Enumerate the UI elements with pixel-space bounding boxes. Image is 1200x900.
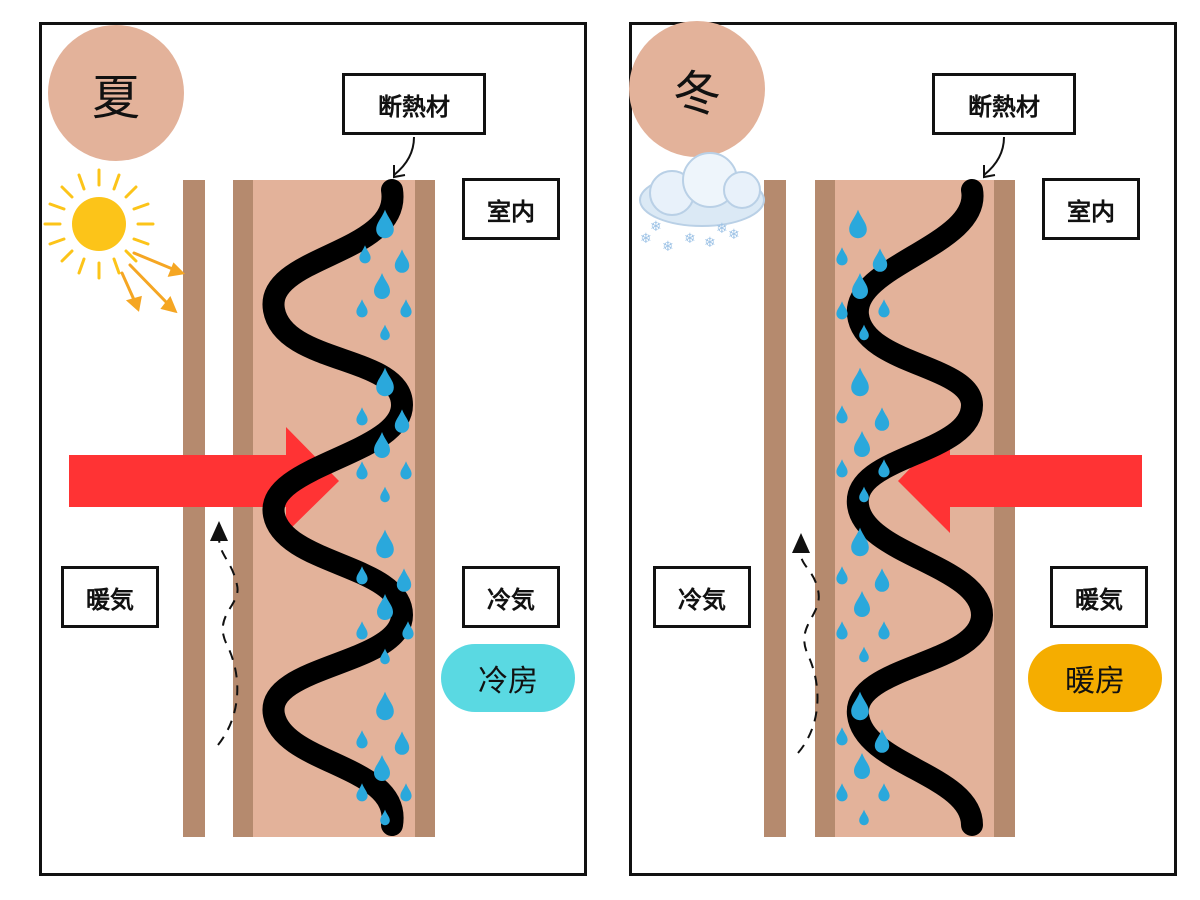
water-droplet-icon bbox=[854, 591, 870, 617]
water-droplet-icon bbox=[402, 621, 414, 640]
water-droplet-icon bbox=[836, 727, 848, 746]
svg-text:❄: ❄ bbox=[704, 235, 716, 251]
snow-cloud-icon: ❄ ❄ ❄ ❄ ❄ ❄ ❄ bbox=[639, 152, 765, 255]
indoor-label-summer: 室内 bbox=[462, 178, 560, 240]
insulation-pointer-winter bbox=[983, 136, 1005, 176]
outer-wall-summer bbox=[183, 180, 205, 837]
water-droplet-icon bbox=[380, 324, 390, 341]
svg-text:❄: ❄ bbox=[728, 227, 740, 243]
water-droplet-icon bbox=[836, 459, 848, 478]
inner-wall-left-winter bbox=[815, 180, 835, 837]
air-flow-winter bbox=[797, 552, 820, 754]
svg-text:❄: ❄ bbox=[684, 231, 696, 247]
water-droplet-icon bbox=[836, 566, 848, 585]
water-droplet-icon bbox=[852, 273, 868, 299]
water-droplet-icon bbox=[400, 299, 412, 318]
sun-icon bbox=[43, 168, 186, 314]
water-droplet-icon bbox=[851, 691, 869, 721]
outside-air-label-summer: 暖気 bbox=[61, 566, 159, 628]
water-droplet-icon bbox=[851, 527, 869, 557]
water-droplet-icon bbox=[396, 568, 412, 592]
summer-panel: 夏 断熱材 室内 暖気 冷気 冷房 bbox=[39, 22, 587, 876]
water-droplet-icon bbox=[872, 248, 888, 272]
water-droplet-icon bbox=[836, 405, 848, 424]
season-circle-summer: 夏 bbox=[48, 25, 184, 161]
water-droplet-icon bbox=[356, 566, 368, 585]
air-flow-arrowhead-summer bbox=[210, 521, 228, 541]
insulation-wave-summer bbox=[262, 179, 414, 836]
heating-mode-pill: 暖房 bbox=[1028, 644, 1162, 712]
water-droplet-icon bbox=[874, 729, 890, 753]
water-droplet-icon bbox=[356, 783, 368, 802]
summer-drawing bbox=[43, 136, 415, 836]
water-droplet-icon bbox=[854, 753, 870, 779]
water-droplet-icon bbox=[859, 646, 869, 663]
water-droplet-icon bbox=[374, 755, 390, 781]
svg-text:❄: ❄ bbox=[650, 219, 662, 235]
water-droplet-icon bbox=[854, 431, 870, 457]
water-droplet-icon bbox=[394, 731, 410, 755]
insulation-label-winter: 断熱材 bbox=[932, 73, 1076, 135]
water-droplet-icon bbox=[380, 809, 390, 826]
inner-wall-right-winter bbox=[994, 180, 1015, 837]
water-droplet-icon bbox=[874, 568, 890, 592]
water-droplet-icon bbox=[356, 730, 368, 749]
season-circle-winter: 冬 bbox=[629, 21, 765, 157]
indoor-label-winter: 室内 bbox=[1042, 178, 1140, 240]
winter-panel: 冬 断熱材 室内 冷気 暖気 暖房 ❄ ❄ ❄ ❄ ❄ ❄ ❄ bbox=[629, 21, 1177, 876]
water-droplet-icon bbox=[400, 783, 412, 802]
water-droplet-icon bbox=[878, 299, 890, 318]
water-droplets-summer bbox=[356, 209, 414, 826]
outside-air-label-winter: 冷気 bbox=[653, 566, 751, 628]
water-droplet-icon bbox=[356, 407, 368, 426]
air-flow-arrowhead-winter bbox=[792, 533, 810, 553]
insulation-wave-winter bbox=[846, 179, 994, 836]
water-droplet-icon bbox=[374, 273, 390, 299]
water-droplet-icon bbox=[376, 691, 394, 721]
inside-air-label-winter: 暖気 bbox=[1050, 566, 1148, 628]
water-droplet-icon bbox=[359, 245, 371, 264]
winter-drawing: ❄ ❄ ❄ ❄ ❄ ❄ ❄ bbox=[639, 136, 1142, 836]
outer-wall-winter bbox=[764, 180, 786, 837]
air-flow-summer bbox=[217, 534, 239, 746]
water-droplet-icon bbox=[380, 648, 390, 665]
water-droplet-icon bbox=[356, 299, 368, 318]
water-droplet-icon bbox=[380, 486, 390, 503]
svg-text:❄: ❄ bbox=[640, 231, 652, 247]
water-droplet-icon bbox=[376, 209, 394, 239]
water-droplet-icon bbox=[377, 594, 393, 620]
inner-wall-right-summer bbox=[415, 180, 435, 837]
water-droplets-winter bbox=[836, 209, 890, 826]
water-droplet-icon bbox=[859, 809, 869, 826]
water-droplet-icon bbox=[356, 621, 368, 640]
insulation-label-summer: 断熱材 bbox=[342, 73, 486, 135]
water-droplet-icon bbox=[878, 621, 890, 640]
water-droplet-icon bbox=[376, 529, 394, 559]
svg-text:❄: ❄ bbox=[716, 221, 728, 237]
water-droplet-icon bbox=[394, 409, 410, 433]
water-droplet-icon bbox=[851, 367, 869, 397]
water-droplet-icon bbox=[859, 486, 869, 503]
water-droplet-icon bbox=[878, 783, 890, 802]
water-droplet-icon bbox=[874, 407, 890, 431]
water-droplet-icon bbox=[836, 783, 848, 802]
water-droplet-icon bbox=[836, 621, 848, 640]
water-droplet-icon bbox=[356, 461, 368, 480]
water-droplet-icon bbox=[394, 249, 410, 273]
water-droplet-icon bbox=[374, 432, 390, 458]
inner-wall-left-summer bbox=[233, 180, 253, 837]
water-droplet-icon bbox=[849, 209, 867, 239]
water-droplet-icon bbox=[836, 301, 848, 320]
insulation-pointer-summer bbox=[393, 136, 415, 176]
water-droplet-icon bbox=[878, 459, 890, 478]
cooling-mode-pill: 冷房 bbox=[441, 644, 575, 712]
water-droplet-icon bbox=[859, 324, 869, 341]
water-droplet-icon bbox=[400, 461, 412, 480]
water-droplet-icon bbox=[836, 247, 848, 266]
water-droplet-icon bbox=[376, 367, 394, 397]
inside-air-label-summer: 冷気 bbox=[462, 566, 560, 628]
svg-text:❄: ❄ bbox=[662, 239, 674, 255]
heat-arrow-winter bbox=[898, 427, 1142, 533]
